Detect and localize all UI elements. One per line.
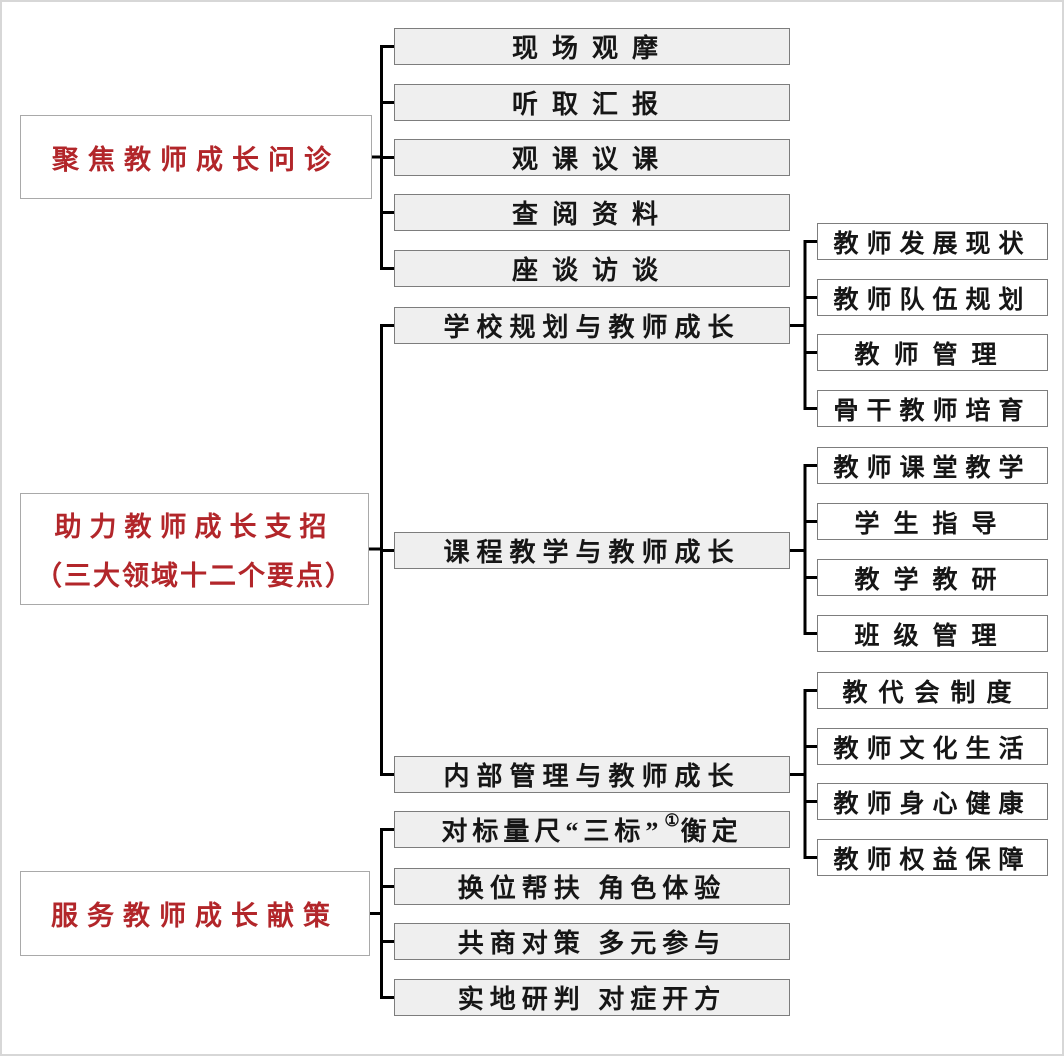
node-field-research-label: 实地研判 对症开方 bbox=[457, 985, 727, 1014]
node-teacher-wellbeing-label: 教师身心健康 bbox=[833, 790, 1032, 818]
node-school-planning: 学校规划与教师成长 bbox=[394, 307, 790, 344]
node-teacher-rights-protection-label: 教师权益保障 bbox=[833, 846, 1032, 874]
node-lesson-observation: 观课议课 bbox=[394, 139, 790, 176]
node-internal-management-label: 内部管理与教师成长 bbox=[443, 762, 741, 791]
node-benchmark-ruler-suffix: 衡定 bbox=[680, 817, 743, 846]
node-listen-reports-label: 听取汇报 bbox=[511, 90, 672, 119]
node-teaching-research: 教学教研 bbox=[817, 559, 1048, 596]
connector-subgroup-curriculum bbox=[790, 464, 817, 635]
node-listen-reports: 听取汇报 bbox=[394, 84, 790, 121]
node-class-management-label: 班级管理 bbox=[854, 622, 1011, 650]
node-onsite-observation: 现场观摩 bbox=[394, 28, 790, 65]
node-joint-strategy: 共商对策 多元参与 bbox=[394, 923, 790, 960]
node-interviews: 座谈访谈 bbox=[394, 250, 790, 287]
node-teacher-cultural-life-label: 教师文化生活 bbox=[833, 735, 1032, 763]
node-backbone-teacher-cultivation: 骨干教师培育 bbox=[817, 390, 1048, 427]
stage-node-support: 助力教师成长支招 （三大领域十二个要点） bbox=[20, 493, 369, 605]
connector-subgroup-management bbox=[790, 689, 817, 859]
node-teaching-research-label: 教学教研 bbox=[854, 566, 1011, 594]
connector-subgroup-school-planning bbox=[790, 240, 817, 410]
node-student-guidance-label: 学生指导 bbox=[854, 510, 1011, 538]
node-role-experience-label: 换位帮扶 角色体验 bbox=[457, 874, 727, 903]
node-teacher-management-label: 教师管理 bbox=[854, 341, 1011, 369]
node-interviews-label: 座谈访谈 bbox=[511, 256, 672, 285]
footnote-marker: ① bbox=[664, 810, 680, 830]
node-lesson-observation-label: 观课议课 bbox=[511, 145, 672, 174]
stage-node-advise-label: 服务教师成长献策 bbox=[51, 901, 339, 931]
node-staff-congress-system-label: 教代会制度 bbox=[842, 679, 1023, 707]
node-backbone-teacher-cultivation-label: 骨干教师培育 bbox=[833, 397, 1032, 425]
connector-group-support bbox=[369, 324, 394, 776]
node-benchmark-ruler-prefix: 对标量尺“三标” bbox=[441, 817, 664, 846]
node-role-experience: 换位帮扶 角色体验 bbox=[394, 868, 790, 905]
node-teacher-team-planning: 教师队伍规划 bbox=[817, 279, 1048, 316]
node-school-planning-label: 学校规划与教师成长 bbox=[443, 313, 741, 342]
connector-group-advise bbox=[370, 828, 394, 999]
node-curriculum-teaching: 课程教学与教师成长 bbox=[394, 532, 790, 569]
node-teacher-development-status: 教师发展现状 bbox=[817, 223, 1048, 260]
node-class-management: 班级管理 bbox=[817, 615, 1048, 652]
node-curriculum-teaching-label: 课程教学与教师成长 bbox=[443, 538, 741, 567]
node-student-guidance: 学生指导 bbox=[817, 503, 1048, 540]
node-review-materials-label: 查阅资料 bbox=[511, 200, 672, 229]
node-joint-strategy-label: 共商对策 多元参与 bbox=[457, 929, 727, 958]
node-teacher-wellbeing: 教师身心健康 bbox=[817, 783, 1048, 820]
stage-node-support-subtitle: （三大领域十二个要点） bbox=[35, 561, 354, 591]
stage-node-advise: 服务教师成长献策 bbox=[20, 871, 370, 956]
node-classroom-teaching: 教师课堂教学 bbox=[817, 447, 1048, 484]
node-teacher-cultural-life: 教师文化生活 bbox=[817, 728, 1048, 765]
stage-node-support-label: 助力教师成长支招 bbox=[54, 512, 335, 542]
node-teacher-rights-protection: 教师权益保障 bbox=[817, 839, 1048, 876]
node-onsite-observation-label: 现场观摩 bbox=[511, 34, 672, 63]
node-classroom-teaching-label: 教师课堂教学 bbox=[833, 454, 1032, 482]
node-review-materials: 查阅资料 bbox=[394, 194, 790, 231]
stage-node-diagnose: 聚焦教师成长问诊 bbox=[20, 115, 372, 199]
node-internal-management: 内部管理与教师成长 bbox=[394, 756, 790, 793]
node-teacher-development-status-label: 教师发展现状 bbox=[833, 230, 1032, 258]
connector-group-diagnose bbox=[370, 45, 394, 270]
node-teacher-team-planning-label: 教师队伍规划 bbox=[833, 286, 1032, 314]
stage-node-diagnose-label: 聚焦教师成长问诊 bbox=[52, 144, 340, 175]
node-field-research: 实地研判 对症开方 bbox=[394, 979, 790, 1016]
node-staff-congress-system: 教代会制度 bbox=[817, 672, 1048, 709]
node-teacher-management: 教师管理 bbox=[817, 334, 1048, 371]
